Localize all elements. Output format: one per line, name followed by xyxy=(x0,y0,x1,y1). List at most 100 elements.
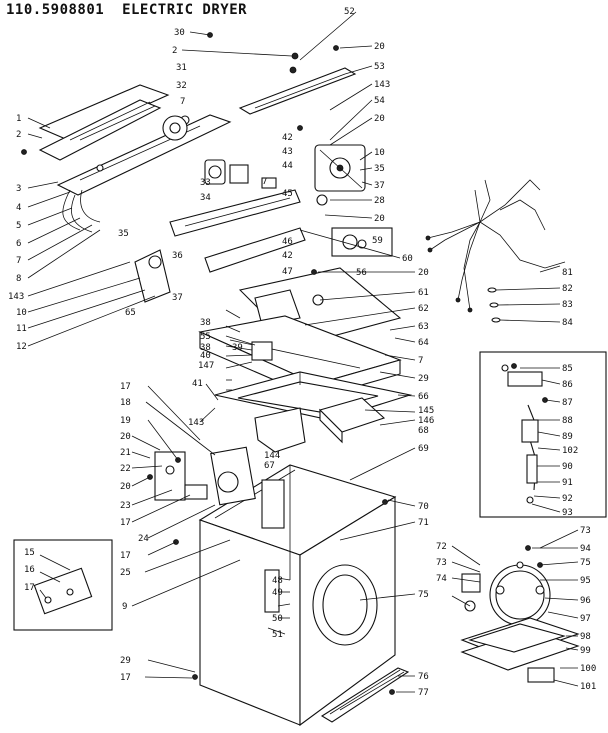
callout-86: 86 xyxy=(562,380,573,390)
callout-82: 82 xyxy=(562,284,573,294)
callout-20: 20 xyxy=(374,42,385,52)
callout-76: 76 xyxy=(418,672,429,682)
callout-74: 74 xyxy=(436,574,447,584)
callout-31: 31 xyxy=(176,63,187,73)
callout-102: 102 xyxy=(562,446,578,456)
callout-81: 81 xyxy=(562,268,573,278)
callout-32: 32 xyxy=(176,81,187,91)
callout-54: 54 xyxy=(374,96,385,106)
wire-bundle-console xyxy=(62,189,101,233)
callout-48: 48 xyxy=(272,576,283,586)
callout-42: 42 xyxy=(282,251,293,261)
callout-29: 29 xyxy=(120,656,131,666)
callout-22: 22 xyxy=(120,464,131,474)
callout-62: 62 xyxy=(418,304,429,314)
top-trim-strip xyxy=(238,67,357,115)
callout-29: 29 xyxy=(418,374,429,384)
callout-7: 7 xyxy=(16,256,21,266)
callout-45: 45 xyxy=(282,189,293,199)
callout-47: 47 xyxy=(282,267,293,277)
callout-19: 19 xyxy=(120,416,131,426)
callout-2: 2 xyxy=(16,130,21,140)
callout-60: 60 xyxy=(402,254,413,264)
callout-59: 59 xyxy=(372,236,383,246)
motor-switch-assembly xyxy=(314,144,366,206)
callout-6: 6 xyxy=(16,239,21,249)
callout-99: 99 xyxy=(580,646,591,656)
callout-28: 28 xyxy=(374,196,385,206)
callout-46: 46 xyxy=(282,237,293,247)
callout-90: 90 xyxy=(562,462,573,472)
drum-support-plates xyxy=(460,617,580,683)
detail-box-belt-switch xyxy=(479,351,607,518)
callout-7: 7 xyxy=(262,177,267,187)
part-59-detail-box xyxy=(331,227,393,257)
rear-drum-bearing xyxy=(489,561,551,626)
callout-4: 4 xyxy=(16,203,21,213)
callout-65: 65 xyxy=(125,308,136,318)
callout-20: 20 xyxy=(374,114,385,124)
callout-16: 16 xyxy=(24,565,35,575)
callout-20: 20 xyxy=(418,268,429,278)
callout-23: 23 xyxy=(120,501,131,511)
door-switch-bracket xyxy=(154,451,208,501)
leader-lines xyxy=(27,11,579,693)
cabinet xyxy=(198,464,397,727)
thermal-switch xyxy=(210,446,256,506)
callout-146: 146 xyxy=(418,416,434,426)
callout-11: 11 xyxy=(16,324,27,334)
callout-24: 24 xyxy=(138,534,149,544)
callout-20: 20 xyxy=(120,482,131,492)
callout-49: 49 xyxy=(272,588,283,598)
callout-17: 17 xyxy=(120,673,131,683)
console-base-bracket xyxy=(169,189,306,273)
callout-69: 69 xyxy=(418,444,429,454)
wire-harness xyxy=(425,179,566,313)
callout-143: 143 xyxy=(374,80,390,90)
lint-trap-housing xyxy=(254,407,306,453)
callout-95: 95 xyxy=(580,576,591,586)
callout-18: 18 xyxy=(120,398,131,408)
callout-84: 84 xyxy=(562,318,573,328)
callout-92: 92 xyxy=(562,494,573,504)
callout-40: 40 xyxy=(200,351,211,361)
diagram-title: 110.5908801 ELECTRIC DRYER xyxy=(6,2,248,18)
callout-20: 20 xyxy=(120,432,131,442)
callout-77: 77 xyxy=(418,688,429,698)
callout-145: 145 xyxy=(418,406,434,416)
callout-56: 56 xyxy=(356,268,367,278)
callout-66: 66 xyxy=(418,392,429,402)
callout-43: 43 xyxy=(282,147,293,157)
switch-block xyxy=(229,164,277,189)
callout-51: 51 xyxy=(272,630,283,640)
callout-50: 50 xyxy=(272,614,283,624)
callout-143: 143 xyxy=(188,418,204,428)
callout-63: 63 xyxy=(418,322,429,332)
callout-12: 12 xyxy=(16,342,27,352)
callout-7: 7 xyxy=(418,356,423,366)
timer-motor xyxy=(204,159,226,185)
callout-101: 101 xyxy=(580,682,596,692)
callout-36: 36 xyxy=(172,251,183,261)
callout-42: 42 xyxy=(282,133,293,143)
callout-52: 52 xyxy=(344,7,355,17)
callout-17: 17 xyxy=(120,382,131,392)
callout-35: 35 xyxy=(118,229,129,239)
callout-73: 73 xyxy=(580,526,591,536)
callout-53: 53 xyxy=(374,62,385,72)
callout-85: 85 xyxy=(562,364,573,374)
callout-67: 67 xyxy=(264,461,275,471)
callout-1: 1 xyxy=(16,114,21,124)
callout-88: 88 xyxy=(562,416,573,426)
callout-94: 94 xyxy=(580,544,591,554)
callout-33: 33 xyxy=(200,178,211,188)
heating-element-pack xyxy=(318,397,386,444)
toe-kick xyxy=(320,667,410,723)
callout-10: 10 xyxy=(374,148,385,158)
callout-37: 37 xyxy=(172,293,183,303)
callout-38: 38 xyxy=(200,343,211,353)
callout-96: 96 xyxy=(580,596,591,606)
callout-25: 25 xyxy=(120,568,131,578)
